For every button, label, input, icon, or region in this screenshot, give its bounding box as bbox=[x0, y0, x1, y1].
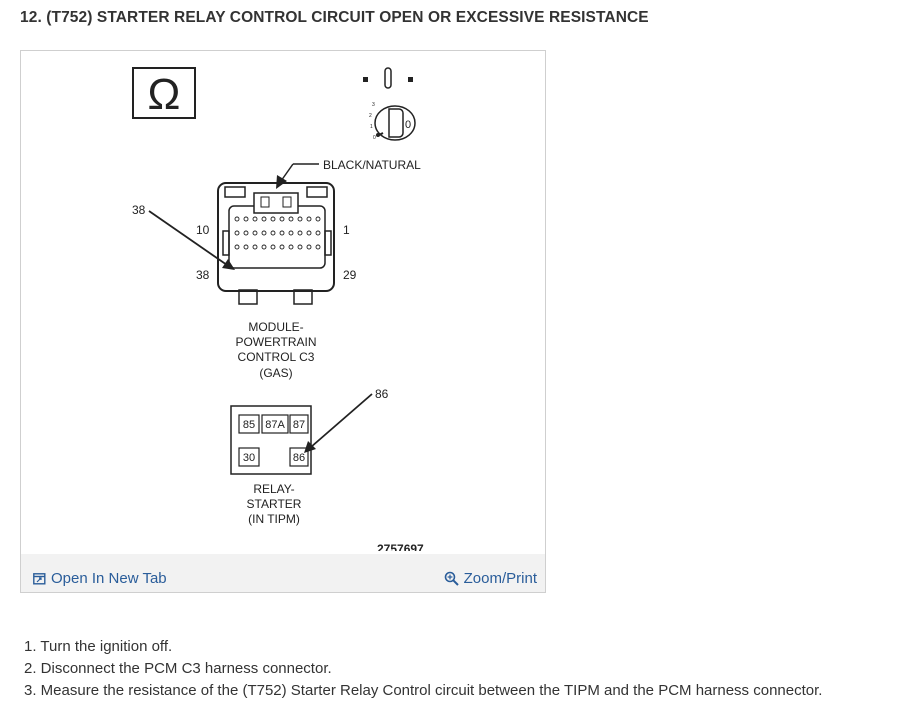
pin-callout-line bbox=[148, 210, 228, 266]
color-callout-line-2 bbox=[280, 163, 294, 182]
connector-pin bbox=[315, 244, 321, 250]
connector-pin bbox=[234, 216, 240, 222]
connector-pin bbox=[234, 230, 240, 236]
pin-label-bottom-left: 38 bbox=[196, 268, 210, 282]
connector-pin bbox=[270, 244, 276, 250]
ohm-symbol: Ω bbox=[148, 70, 181, 119]
connector-name-line-2: POWERTRAIN bbox=[235, 335, 316, 349]
relay-name-line-3: (IN TIPM) bbox=[248, 512, 300, 526]
pin-label-bottom-right: 29 bbox=[343, 268, 357, 282]
pin-label-top-right: 1 bbox=[343, 223, 350, 237]
key-dial-3: 3 bbox=[372, 102, 375, 108]
key-dial-1: 1 bbox=[370, 124, 373, 130]
connector-pin bbox=[306, 244, 312, 250]
step-item: 2. Disconnect the PCM C3 harness connect… bbox=[24, 660, 332, 677]
connector-pin bbox=[279, 216, 285, 222]
new-tab-icon bbox=[33, 572, 46, 585]
connector-pin bbox=[252, 244, 258, 250]
diagram-figure: Ω 0 3 2 1 0 BLACK/NATURAL bbox=[20, 50, 546, 593]
key-dial-0: 0 bbox=[373, 135, 376, 141]
connector-pin bbox=[279, 244, 285, 250]
connector-pin bbox=[270, 230, 276, 236]
magnifier-plus-icon bbox=[444, 571, 459, 586]
connector-pin bbox=[234, 244, 240, 250]
step-item: 1. Turn the ignition off. bbox=[24, 638, 173, 655]
pcm-c3-connector bbox=[217, 182, 335, 305]
pin-label-top-left: 10 bbox=[196, 223, 210, 237]
relay-terminal-30: 30 bbox=[243, 452, 255, 464]
wiring-diagram: Ω 0 3 2 1 0 BLACK/NATURAL bbox=[132, 67, 424, 556]
connector-pin bbox=[315, 216, 321, 222]
zoom-print-link[interactable]: Zoom/Print bbox=[444, 570, 537, 587]
relay-terminal-86: 86 bbox=[293, 452, 305, 464]
figure-number: 2757697 bbox=[377, 542, 424, 551]
open-in-new-tab-link[interactable]: Open In New Tab bbox=[33, 570, 167, 587]
key-dial-2: 2 bbox=[369, 113, 372, 119]
key-position: 0 bbox=[405, 119, 411, 131]
relay-callout-line bbox=[310, 393, 373, 448]
connector-name-line-1: MODULE- bbox=[248, 320, 303, 334]
connector-pin bbox=[252, 216, 258, 222]
starter-relay: 85 87A 87 30 86 bbox=[230, 405, 312, 475]
relay-callout-arrow bbox=[304, 441, 316, 453]
relay-terminal-87a: 87A bbox=[265, 419, 285, 431]
page-title: 12. (T752) STARTER RELAY CONTROL CIRCUIT… bbox=[20, 9, 649, 26]
connector-name-line-4: (GAS) bbox=[259, 366, 292, 380]
connector-pin bbox=[297, 244, 303, 250]
connector-pin bbox=[306, 230, 312, 236]
connector-pin bbox=[297, 216, 303, 222]
pin-callout-arrow bbox=[222, 259, 235, 270]
zoom-print-label: Zoom/Print bbox=[463, 570, 537, 587]
connector-pin bbox=[252, 230, 258, 236]
connector-pin bbox=[306, 216, 312, 222]
figure-footer: Open In New Tab Zoom/Print bbox=[21, 554, 545, 592]
connector-pin bbox=[297, 230, 303, 236]
connector-pin bbox=[243, 216, 249, 222]
connector-color-label: BLACK/NATURAL bbox=[323, 158, 421, 172]
relay-terminal-87: 87 bbox=[293, 419, 305, 431]
procedure-steps: 1. Turn the ignition off. 2. Disconnect … bbox=[24, 636, 822, 702]
connector-pin bbox=[288, 216, 294, 222]
connector-pin bbox=[243, 230, 249, 236]
connector-pin bbox=[270, 216, 276, 222]
relay-terminal-85: 85 bbox=[243, 419, 255, 431]
connector-pin bbox=[279, 230, 285, 236]
connector-pin bbox=[261, 230, 267, 236]
connector-pin bbox=[261, 216, 267, 222]
connector-pin bbox=[261, 244, 267, 250]
connector-pin bbox=[288, 230, 294, 236]
pin-callout-38: 38 bbox=[132, 203, 146, 217]
connector-name-line-3: CONTROL C3 bbox=[238, 350, 315, 364]
connector-pin bbox=[243, 244, 249, 250]
ignition-key-icon: 0 3 2 1 0 bbox=[363, 67, 416, 141]
relay-callout-86: 86 bbox=[375, 387, 389, 401]
connector-pin bbox=[315, 230, 321, 236]
relay-name-line-2: STARTER bbox=[247, 497, 302, 511]
ohmmeter-icon: Ω bbox=[132, 67, 196, 119]
relay-name-line-1: RELAY- bbox=[253, 482, 294, 496]
connector-pin-grid bbox=[234, 216, 321, 250]
step-item: 3. Measure the resistance of the (T752) … bbox=[24, 682, 823, 699]
connector-pin bbox=[288, 244, 294, 250]
open-in-new-tab-label: Open In New Tab bbox=[51, 570, 167, 587]
